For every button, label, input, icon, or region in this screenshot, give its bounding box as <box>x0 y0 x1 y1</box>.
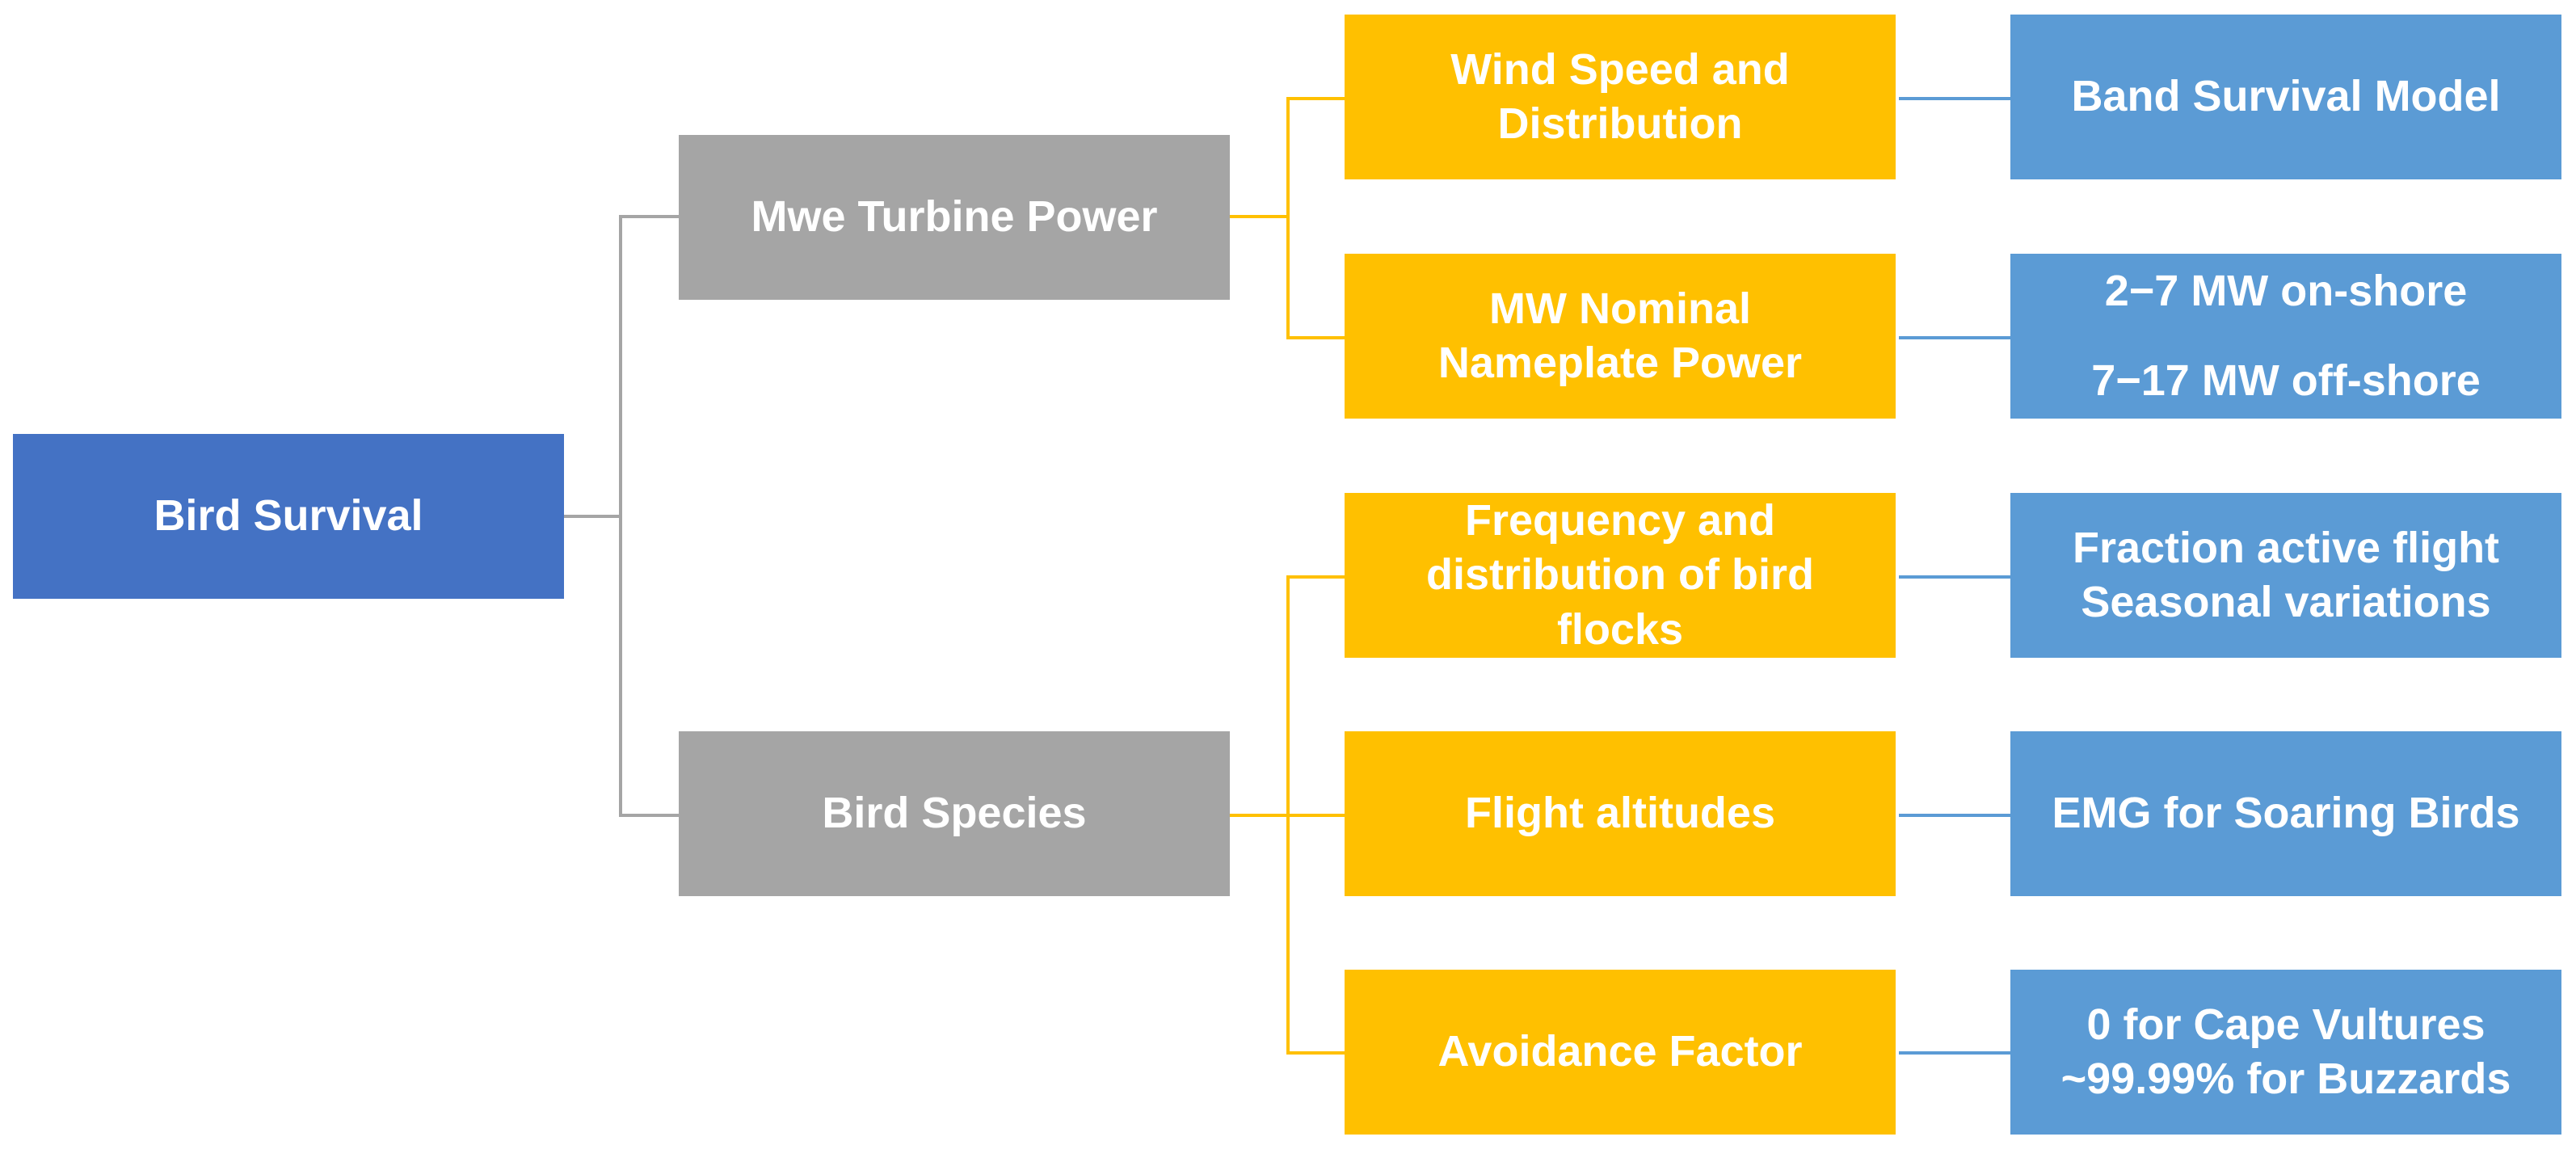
connector-detail-1 <box>1899 97 2010 100</box>
connector-to-bird-species <box>619 814 679 817</box>
detail-node-band-survival: Band Survival Model <box>2010 15 2561 179</box>
root-label: Bird Survival <box>154 491 423 541</box>
connector-to-nameplate-power <box>1286 336 1345 339</box>
root-node: Bird Survival <box>13 434 564 599</box>
factor-label: Flight altitudes <box>1465 789 1775 838</box>
branch-node-bird-species: Bird Species <box>679 731 1230 896</box>
detail-node-power-ranges: 2−7 MW on-shore 7−17 MW off-shore <box>2010 254 2561 419</box>
factor-node-avoidance: Avoidance Factor <box>1345 970 1896 1135</box>
factor-label: Frequency and distribution of bird flock… <box>1426 495 1814 654</box>
detail-text: Seasonal variations <box>2081 578 2491 626</box>
branch-label: Bird Species <box>822 789 1087 838</box>
detail-text: 2−7 MW on-shore <box>2104 266 2468 315</box>
detail-node-avoidance-values: 0 for Cape Vultures ~99.99% for Buzzards <box>2010 970 2561 1135</box>
detail-text: 7−17 MW off-shore <box>2091 356 2481 405</box>
factor-label: Avoidance Factor <box>1437 1027 1803 1076</box>
connector-detail-4 <box>1899 814 2010 817</box>
detail-text: EMG for Soaring Birds <box>2052 789 2520 838</box>
connector-to-avoidance <box>1286 1051 1345 1055</box>
factor-node-frequency: Frequency and distribution of bird flock… <box>1345 493 1896 658</box>
connector-species-stub <box>1230 814 1288 817</box>
branch-label: Mwe Turbine Power <box>751 192 1158 242</box>
factor-node-flight-altitudes: Flight altitudes <box>1345 731 1896 896</box>
factor-node-wind-speed: Wind Speed and Distribution <box>1345 15 1896 179</box>
detail-node-emg: EMG for Soaring Birds <box>2010 731 2561 896</box>
detail-text: ~99.99% for Buzzards <box>2060 1055 2511 1103</box>
connector-root-stub <box>564 515 621 518</box>
factor-label: Wind Speed and Distribution <box>1450 44 1790 149</box>
connector-to-frequency <box>1286 575 1345 579</box>
factor-node-nameplate-power: MW Nominal Nameplate Power <box>1345 254 1896 419</box>
connector-detail-5 <box>1899 1051 2010 1055</box>
factor-label: MW Nominal Nameplate Power <box>1437 284 1803 388</box>
connector-turbine-trunk <box>1286 97 1290 339</box>
connector-detail-2 <box>1899 336 2010 339</box>
detail-text: Band Survival Model <box>2071 72 2501 121</box>
connector-turbine-stub <box>1230 215 1288 218</box>
connector-root-trunk <box>619 215 622 817</box>
detail-node-flight-fraction: Fraction active flight Seasonal variatio… <box>2010 493 2561 658</box>
detail-text: 0 for Cape Vultures <box>2086 1000 2486 1049</box>
connector-to-turbine-power <box>619 215 679 218</box>
detail-text: Fraction active flight <box>2072 523 2500 572</box>
branch-node-turbine-power: Mwe Turbine Power <box>679 135 1230 300</box>
connector-detail-3 <box>1899 575 2010 579</box>
connector-to-altitudes <box>1286 814 1345 817</box>
connector-to-wind-speed <box>1286 97 1345 100</box>
